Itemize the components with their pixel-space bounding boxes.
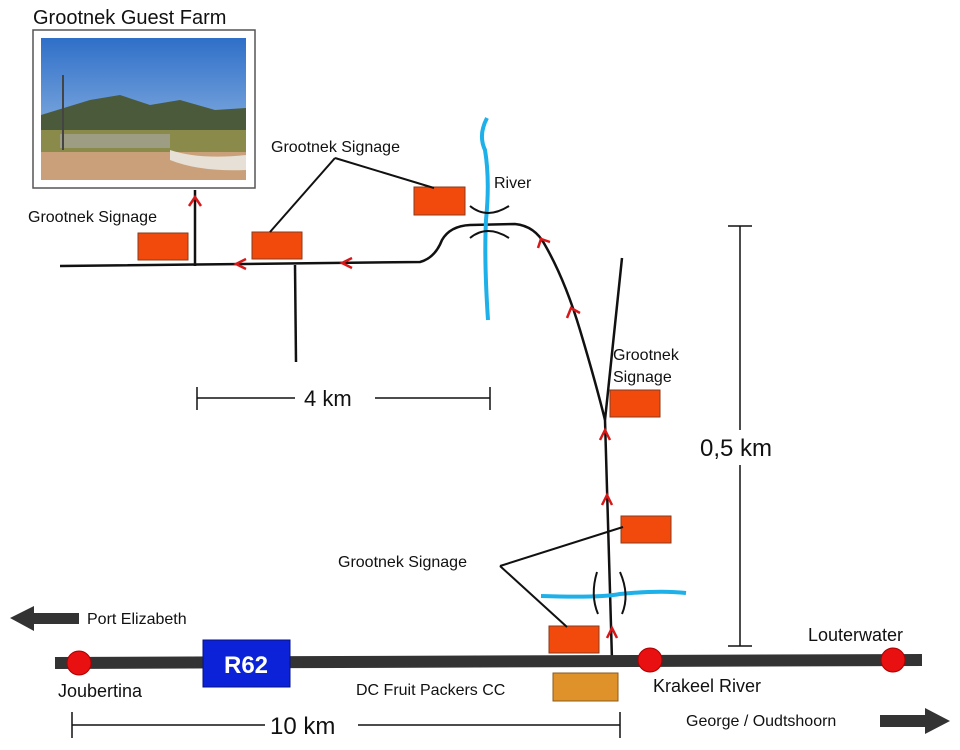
- direction-arrows: [187, 194, 619, 639]
- town-marker-krakeel-river: [637, 647, 663, 673]
- scale-05km-label: 0,5 km: [700, 435, 772, 462]
- river-upper: [480, 117, 490, 321]
- signage-label-right-2: Signage: [613, 369, 672, 386]
- farm-road: [59, 222, 607, 421]
- sign-marker: [251, 231, 303, 260]
- scale-4km: [196, 387, 491, 410]
- side-road: [293, 264, 298, 363]
- leader-lines: [269, 157, 624, 628]
- bridge-upper: [469, 205, 510, 239]
- signage-label-top: Grootnek Signage: [271, 139, 400, 156]
- farm-title: Grootnek Guest Farm: [33, 7, 226, 29]
- sign-marker: [620, 515, 672, 544]
- arrow-icon: [536, 237, 551, 249]
- farm-photo: [32, 29, 256, 189]
- river-label: River: [494, 175, 532, 192]
- route-label: R62: [224, 652, 268, 679]
- arrow-icon: [605, 625, 619, 639]
- dc-fruit-packers-label: DC Fruit Packers CC: [356, 682, 505, 699]
- sign-marker: [609, 389, 661, 418]
- signage-label-left: Grootnek Signage: [28, 209, 157, 226]
- town-label-louterwater: Louterwater: [808, 625, 903, 645]
- arrow-icon: [600, 492, 614, 506]
- town-marker-joubertina: [66, 650, 92, 676]
- bridge-lower: [592, 571, 627, 615]
- dc-fruit-packers-marker: [552, 672, 619, 702]
- arrow-icon: [339, 256, 353, 270]
- arrow-icon: [233, 257, 247, 271]
- scale-05km: [728, 225, 752, 647]
- sign-marker: [137, 232, 189, 261]
- arrow-right-icon: [880, 708, 950, 734]
- town-marker-louterwater: [880, 647, 906, 673]
- port-elizabeth-label: Port Elizabeth: [87, 611, 187, 628]
- signage-markers: [137, 186, 672, 654]
- access-road: [603, 257, 624, 661]
- river-lower: [540, 589, 687, 599]
- town-label-krakeel-river: Krakeel River: [653, 676, 761, 696]
- town-label-joubertina: Joubertina: [58, 681, 143, 701]
- arrow-left-icon: [10, 606, 79, 631]
- arrow-icon: [187, 194, 203, 207]
- scale-10km-label: 10 km: [270, 713, 335, 740]
- main-road-r62: [54, 654, 923, 669]
- arrow-icon: [565, 306, 581, 319]
- arrow-icon: [598, 427, 612, 441]
- sign-marker: [413, 186, 466, 216]
- scale-10km: [71, 712, 621, 738]
- sign-marker: [548, 625, 600, 654]
- route-shield: R62: [202, 639, 291, 688]
- scale-4km-label: 4 km: [304, 386, 352, 411]
- signage-label-right-1: Grootnek: [613, 347, 680, 364]
- george-oudtshoorn-label: George / Oudtshoorn: [686, 713, 836, 730]
- signage-label-bottom: Grootnek Signage: [338, 554, 467, 571]
